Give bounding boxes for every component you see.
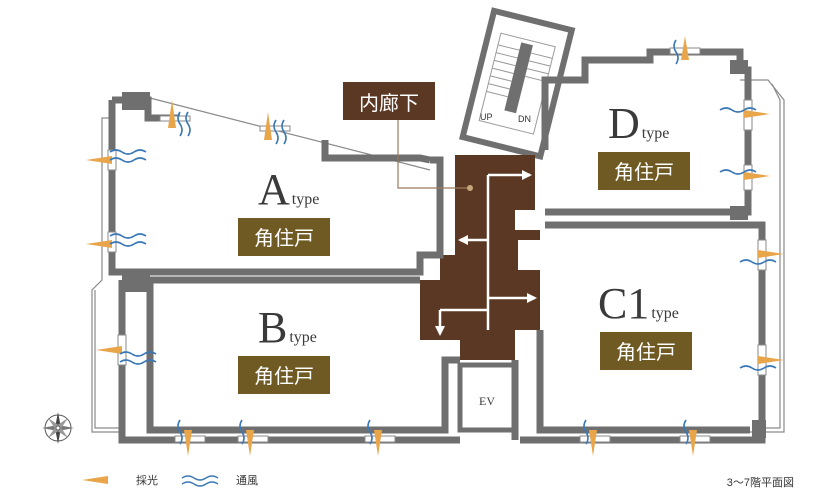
stair-tower	[459, 7, 576, 161]
unit-d-badge-text: 角住戸	[614, 160, 674, 184]
compass-icon	[42, 412, 74, 444]
light-marker-icon	[86, 36, 784, 456]
door-arrow-icon	[435, 170, 537, 336]
wind-marker-icon	[109, 39, 777, 445]
unit-b-badge-text: 角住戸	[254, 364, 314, 388]
unit-d-badge	[598, 152, 690, 190]
stair-up-label: UP	[480, 112, 493, 122]
legend: 採光 通風	[82, 473, 258, 487]
elevator-label: EV	[479, 394, 495, 408]
wall-blocks	[122, 60, 766, 438]
unit-a-badge-text: 角住戸	[254, 226, 314, 250]
unit-c1-badge-text: 角住戸	[616, 340, 676, 364]
legend-wind-label: 通風	[236, 474, 258, 487]
unit-c1-badge	[600, 332, 692, 370]
walls	[108, 48, 766, 444]
floor-caption: 3～7階平面図	[727, 475, 794, 489]
legend-wind-swatch	[181, 475, 219, 487]
corridor-label-box	[343, 82, 435, 120]
corridor-label: 内廊下	[359, 91, 419, 115]
unit-a-badge	[238, 218, 330, 256]
corridor-leader-dot	[467, 185, 473, 191]
stair-down-label: DN	[518, 114, 531, 124]
unit-b-badge	[238, 356, 330, 394]
corridor-shaft	[518, 240, 540, 270]
legend-light-swatch	[82, 476, 108, 484]
corridor-leader-line	[397, 120, 470, 189]
legend-light-label: 採光	[136, 473, 158, 487]
